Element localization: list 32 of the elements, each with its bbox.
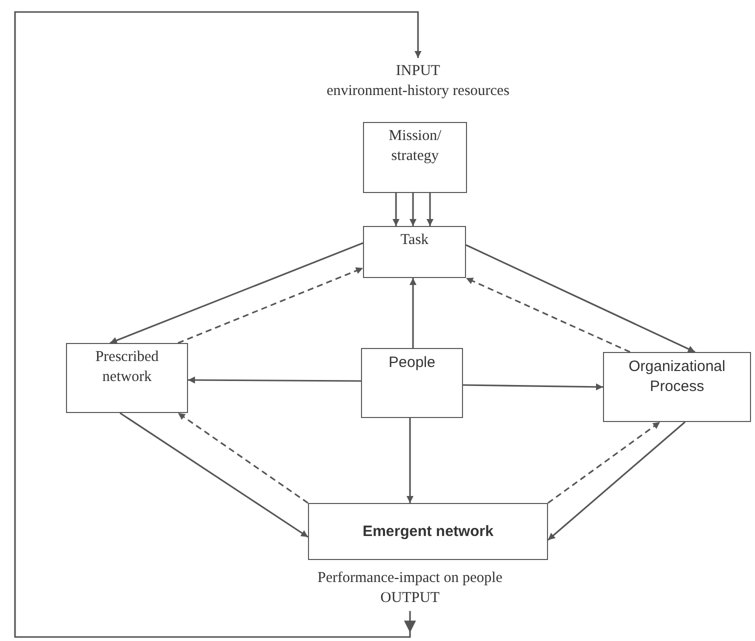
arrow	[410, 193, 416, 226]
dashed-arrow	[548, 421, 660, 504]
input-label: INPUT	[396, 62, 440, 81]
arrow	[406, 418, 414, 503]
arrow	[110, 242, 364, 344]
dashed-arrow	[466, 277, 630, 353]
arrow	[120, 412, 308, 538]
process-box	[66, 343, 188, 413]
arrow	[392, 193, 400, 226]
process-box	[363, 226, 466, 278]
arrow	[188, 376, 361, 384]
box-label: Emergent network	[362, 522, 494, 542]
arrow	[410, 278, 416, 348]
box-label: People	[388, 353, 436, 372]
arrow	[466, 244, 696, 353]
dashed-arrow	[178, 412, 308, 504]
process-box	[603, 352, 751, 422]
arrow	[547, 421, 686, 541]
output-label: OUTPUT	[380, 588, 440, 608]
dashed-arrow	[178, 267, 364, 344]
output-description: Performance-impact on people	[318, 569, 502, 588]
box-label: Organizational Process	[628, 357, 726, 396]
box-label: Task	[400, 231, 429, 250]
arrow	[426, 193, 434, 226]
arrow	[462, 383, 604, 390]
box-label: Mission/ strategy	[388, 127, 442, 166]
box-label: Prescribed network	[94, 348, 160, 386]
process-box	[308, 503, 548, 560]
input-description: environment-history resources	[326, 82, 510, 100]
feedback-arrow	[14, 11, 422, 638]
process-box	[363, 122, 467, 193]
process-box	[361, 348, 463, 418]
